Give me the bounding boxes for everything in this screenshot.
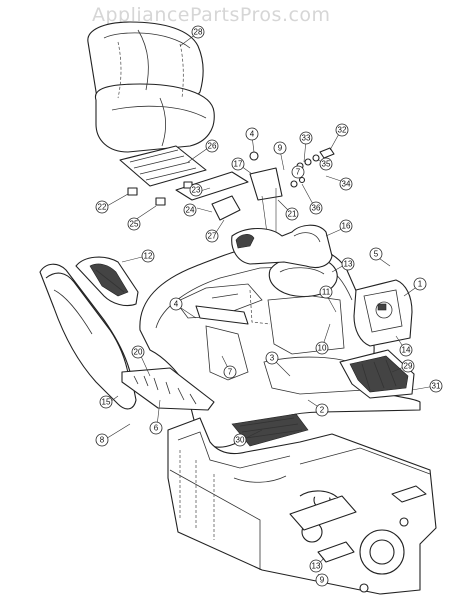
svg-text:32: 32: [338, 126, 347, 135]
svg-text:25: 25: [130, 220, 139, 229]
svg-text:1: 1: [418, 280, 423, 289]
svg-text:11: 11: [322, 288, 331, 297]
svg-text:7: 7: [296, 168, 301, 177]
callout-4-mid: 4: [169, 297, 183, 311]
callout-9-top: 9: [273, 141, 287, 155]
svg-text:28: 28: [194, 28, 203, 37]
svg-text:12: 12: [144, 252, 153, 261]
svg-text:27: 27: [208, 232, 217, 241]
svg-text:22: 22: [98, 203, 107, 212]
svg-text:4: 4: [174, 300, 179, 309]
seat: [87, 21, 215, 153]
callout-20: 20: [131, 345, 145, 359]
svg-text:7: 7: [228, 368, 233, 377]
callout-6: 6: [149, 421, 163, 435]
callout-14: 14: [399, 343, 413, 357]
callout-8: 8: [95, 433, 109, 447]
svg-text:9: 9: [320, 576, 325, 585]
callout-32: 32: [335, 123, 349, 137]
callout-17: 17: [231, 157, 245, 171]
callout-4-top: 4: [245, 127, 259, 141]
callout-12: 12: [141, 249, 155, 263]
callout-36: 36: [309, 201, 323, 215]
svg-text:30: 30: [236, 436, 245, 445]
callout-24: 24: [183, 203, 197, 217]
callout-25: 25: [127, 217, 141, 231]
svg-text:29: 29: [404, 362, 413, 371]
svg-text:31: 31: [432, 382, 441, 391]
left-fender: [39, 263, 137, 410]
callout-26: 26: [205, 139, 219, 153]
callout-11: 11: [319, 285, 333, 299]
callout-2: 2: [315, 403, 329, 417]
svg-text:36: 36: [312, 204, 321, 213]
callout-15: 15: [99, 395, 113, 409]
callout-16: 16: [339, 219, 353, 233]
svg-text:35: 35: [322, 160, 331, 169]
svg-text:23: 23: [192, 186, 201, 195]
callout-7-top: 7: [291, 165, 305, 179]
svg-text:20: 20: [134, 348, 143, 357]
svg-text:9: 9: [278, 144, 283, 153]
callout-35: 35: [319, 157, 333, 171]
callout-34: 34: [339, 177, 353, 191]
callout-29: 29: [401, 359, 415, 373]
svg-text:13: 13: [344, 260, 353, 269]
svg-text:33: 33: [302, 134, 311, 143]
svg-text:6: 6: [154, 424, 159, 433]
svg-text:21: 21: [288, 210, 297, 219]
callout-23: 23: [189, 183, 203, 197]
rear-bracket: [121, 367, 215, 411]
svg-text:2: 2: [320, 406, 325, 415]
callout-27: 27: [205, 229, 219, 243]
control-panel: [353, 279, 413, 347]
svg-text:26: 26: [208, 142, 217, 151]
callout-33: 33: [299, 131, 313, 145]
dash-handle: [231, 224, 333, 269]
fender-deck: [139, 245, 421, 448]
svg-text:24: 24: [186, 206, 195, 215]
svg-text:14: 14: [402, 346, 411, 355]
svg-text:8: 8: [100, 436, 105, 445]
fender-cap: [75, 256, 139, 307]
svg-text:16: 16: [342, 222, 351, 231]
callout-7-mid: 7: [223, 365, 237, 379]
svg-text:3: 3: [270, 354, 275, 363]
callout-1: 1: [413, 277, 427, 291]
callout-13-mid: 13: [341, 257, 355, 271]
callout-22: 22: [95, 200, 109, 214]
svg-text:15: 15: [102, 398, 111, 407]
callout-21: 21: [285, 207, 299, 221]
svg-text:17: 17: [234, 160, 243, 169]
right-footrest: [339, 349, 415, 399]
svg-text:5: 5: [374, 250, 379, 259]
seat-pan-bracket: [119, 145, 249, 221]
svg-text:34: 34: [342, 180, 351, 189]
callout-31: 31: [429, 379, 443, 393]
callout-28: 28: [191, 25, 205, 39]
tractor-frame: [167, 417, 437, 595]
svg-text:4: 4: [250, 130, 255, 139]
callout-30: 30: [233, 433, 247, 447]
callout-3: 3: [265, 351, 279, 365]
callout-13-bottom: 13: [309, 559, 323, 573]
svg-text:13: 13: [312, 562, 321, 571]
watermark-text: AppliancePartsPros.com: [92, 4, 331, 26]
svg-text:10: 10: [318, 344, 327, 353]
callout-10: 10: [315, 341, 329, 355]
callout-5: 5: [369, 247, 383, 261]
callout-9-bottom: 9: [315, 573, 329, 587]
